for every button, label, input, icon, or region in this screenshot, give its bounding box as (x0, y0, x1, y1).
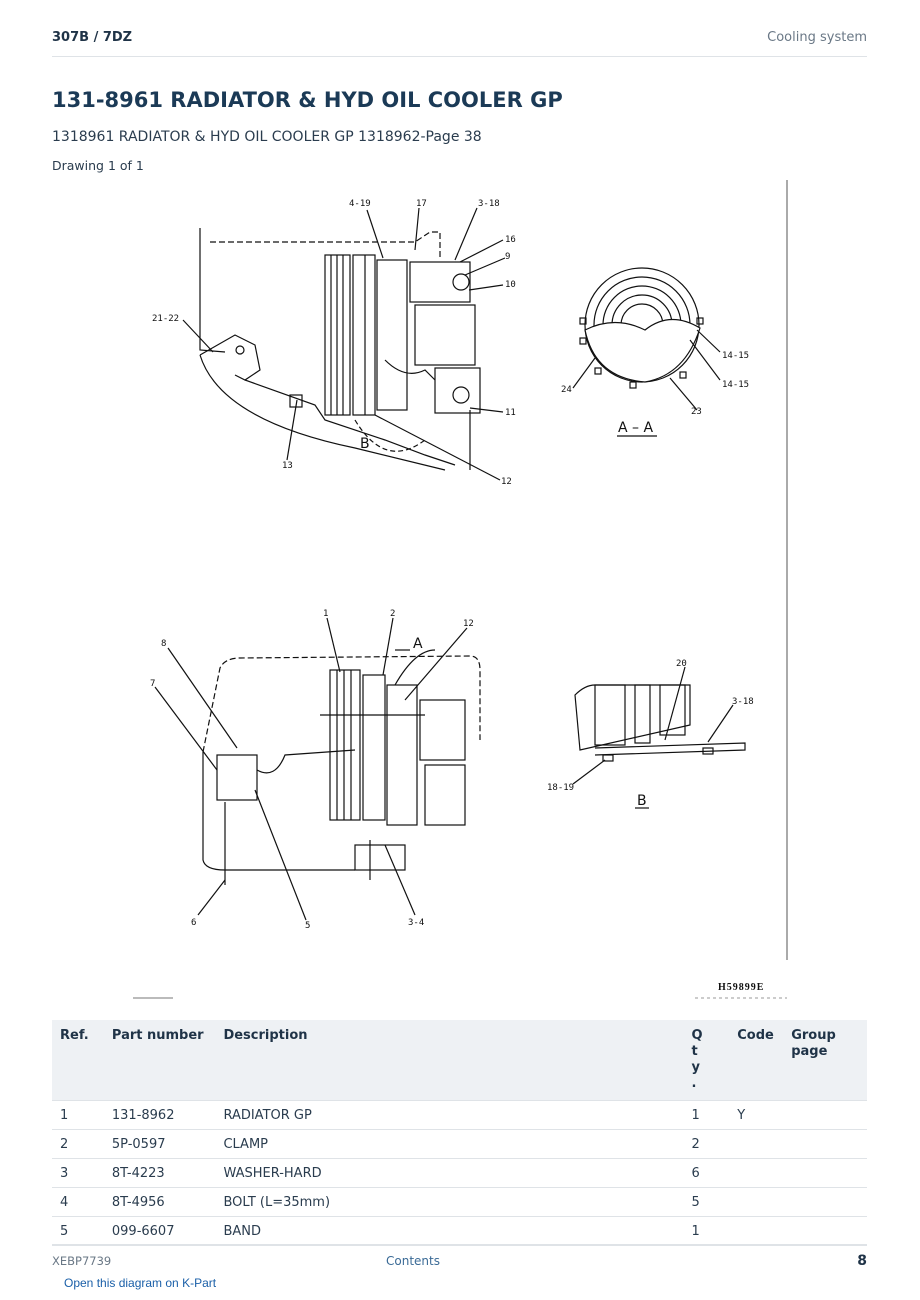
callout-4-19: 4-19 (349, 199, 371, 209)
callout-14-15-a: 14-15 (722, 351, 749, 361)
cell-code (729, 1187, 784, 1217)
col-description: Description (215, 1020, 684, 1101)
drawing-id: H59899E (718, 982, 764, 993)
parts-table-header: Ref. Part number Description Qty . Code … (52, 1020, 867, 1101)
cell-qty: 2 (683, 1129, 730, 1159)
col-qty: Qty . (683, 1020, 730, 1101)
mount-detail-view-b: 20 3-18 18-19 B (547, 659, 754, 809)
col-part-number: Part number (103, 1020, 216, 1101)
cell-part-number: 8T-4223 (103, 1158, 216, 1188)
cell-qty: 6 (683, 1158, 730, 1188)
table-row: 2 5P-0597 CLAMP 2 (52, 1129, 867, 1159)
cell-code (729, 1216, 784, 1246)
page-number: 8 (857, 1253, 867, 1269)
callout-18-19: 18-19 (547, 783, 574, 793)
callout-2: 2 (390, 609, 395, 619)
cell-ref: 4 (52, 1187, 104, 1217)
view-aa-label: A – A (618, 420, 653, 436)
cell-part-number: 131-8962 (103, 1100, 216, 1130)
radiator-side-view: B 4-19 17 3-18 16 9 10 21-22 11 13 12 (152, 199, 516, 487)
callout-17: 17 (416, 199, 427, 209)
table-row: 1 131-8962 RADIATOR GP 1 Y (52, 1100, 867, 1130)
callout-7: 7 (150, 679, 155, 689)
table-row: 3 8T-4223 WASHER-HARD 6 (52, 1158, 867, 1188)
page-subtitle: 1318961 RADIATOR & HYD OIL COOLER GP 131… (52, 129, 482, 145)
cell-part-number: 099-6607 (103, 1216, 216, 1246)
cell-description: BAND (215, 1216, 684, 1246)
col-code: Code (729, 1020, 784, 1101)
cell-description: BOLT (L=35mm) (215, 1187, 684, 1217)
section-a-mark: A (413, 636, 423, 652)
cell-qty: 5 (683, 1187, 730, 1217)
callout-13: 13 (282, 461, 293, 471)
parts-diagram: B 4-19 17 3-18 16 9 10 21-22 11 13 12 (133, 180, 788, 999)
cell-ref: 5 (52, 1216, 104, 1246)
callout-9: 9 (505, 252, 510, 262)
col-group-page: Group page (783, 1020, 867, 1101)
cell-group-page (783, 1158, 867, 1188)
callout-3-18-b: 3-18 (732, 697, 754, 707)
callout-21-22: 21-22 (152, 314, 179, 324)
cell-group-page (783, 1187, 867, 1217)
table-row: 5 099-6607 BAND 1 (52, 1216, 867, 1246)
callout-10: 10 (505, 280, 516, 290)
callout-24: 24 (561, 385, 572, 395)
cell-code (729, 1129, 784, 1159)
kpart-link[interactable]: Open this diagram on K-Part (64, 1276, 217, 1290)
cell-description: RADIATOR GP (215, 1100, 684, 1130)
cell-ref: 1 (52, 1100, 104, 1130)
cell-part-number: 5P-0597 (103, 1129, 216, 1159)
view-b-label: B (637, 793, 647, 809)
parts-table: Ref. Part number Description Qty . Code … (52, 1020, 867, 1246)
col-ref: Ref. (52, 1020, 104, 1101)
fan-guard-view-aa: 14-15 14-15 24 23 A – A (561, 267, 749, 437)
cell-code (729, 1158, 784, 1188)
cell-qty: 1 (683, 1216, 730, 1246)
callout-20: 20 (676, 659, 687, 669)
section-label: Cooling system (767, 30, 867, 45)
cell-part-number: 8T-4956 (103, 1187, 216, 1217)
model-label: 307B / 7DZ (52, 30, 133, 45)
callout-3-4: 3-4 (408, 918, 424, 928)
cell-description: CLAMP (215, 1129, 684, 1159)
cell-description: WASHER-HARD (215, 1158, 684, 1188)
contents-link[interactable]: Contents (386, 1254, 440, 1268)
callout-1: 1 (323, 609, 328, 619)
cell-group-page (783, 1100, 867, 1130)
callout-12-top: 12 (501, 477, 512, 487)
cell-group-page (783, 1216, 867, 1246)
callout-3-18-top: 3-18 (478, 199, 500, 209)
page-header: 307B / 7DZ Cooling system (52, 22, 867, 57)
page-title: 131-8961 RADIATOR & HYD OIL COOLER GP (52, 88, 563, 112)
callout-23: 23 (691, 407, 702, 417)
radiator-front-view: A 1 2 12 8 7 6 5 3-4 (150, 609, 481, 931)
callout-12-bottom: 12 (463, 619, 474, 629)
table-row: 4 8T-4956 BOLT (L=35mm) 5 (52, 1187, 867, 1217)
cell-ref: 3 (52, 1158, 104, 1188)
cell-group-page (783, 1129, 867, 1159)
doc-id: XEBP7739 (52, 1254, 112, 1268)
callout-14-15-b: 14-15 (722, 380, 749, 390)
callout-16: 16 (505, 235, 516, 245)
callout-11: 11 (505, 408, 516, 418)
callout-6: 6 (191, 918, 196, 928)
cell-qty: 1 (683, 1100, 730, 1130)
callout-5: 5 (305, 921, 310, 931)
callout-8: 8 (161, 639, 166, 649)
cell-ref: 2 (52, 1129, 104, 1159)
section-b-mark: B (360, 436, 370, 452)
drawing-count: Drawing 1 of 1 (52, 158, 144, 173)
cell-code: Y (729, 1100, 784, 1130)
page-footer: XEBP7739 Contents 8 (52, 1244, 867, 1275)
